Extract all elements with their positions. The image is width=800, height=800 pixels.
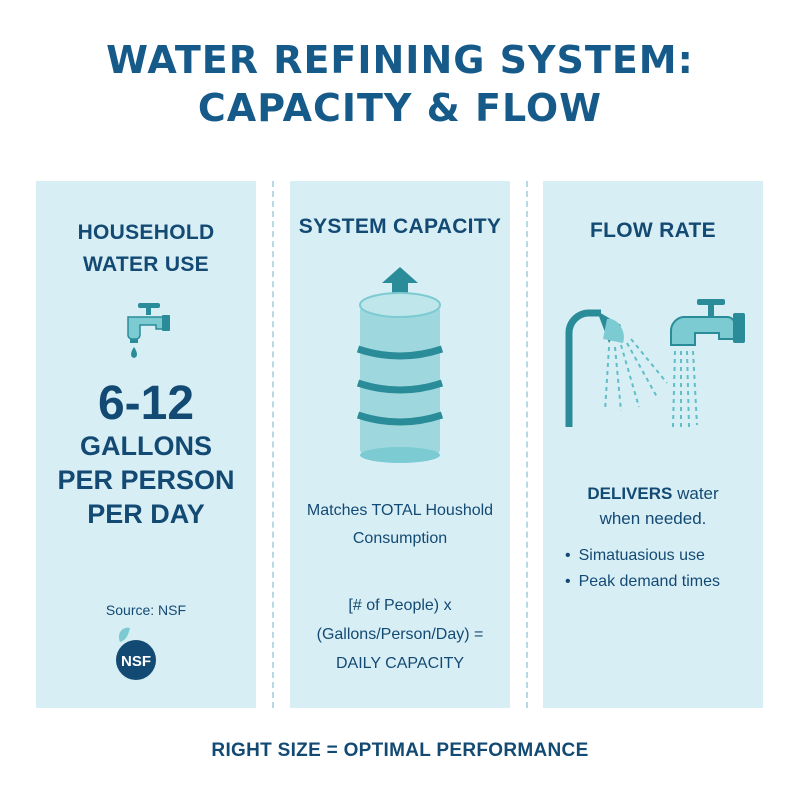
flow-bullet-list: Simatuasious use Peak demand times <box>565 543 720 595</box>
usage-unit: GALLONS PER PERSON PER DAY <box>57 431 235 529</box>
faucet-drop-icon <box>127 303 170 358</box>
footer-tagline: RIGHT SIZE = OPTIMAL PERFORMANCE <box>211 740 589 761</box>
flow-rate-panel: FLOW RATE DELIVERS water when needed. Si… <box>543 181 763 708</box>
capacity-description: Matches TOTAL Houshold Consumption <box>306 502 494 547</box>
list-item: Peak demand times <box>565 569 720 595</box>
shower-faucet-icon <box>565 299 745 428</box>
divider-1 <box>272 181 274 708</box>
usage-range: 6-12 <box>97 377 195 430</box>
title-line-1: WATER REFINING SYSTEM: <box>106 38 694 82</box>
system-capacity-panel: SYSTEM CAPACITY Matches TOTAL Houshold C… <box>290 181 510 708</box>
source-label: Source: NSF <box>105 602 187 618</box>
flow-heading: FLOW RATE <box>590 219 716 242</box>
household-heading: HOUSEHOLD WATER USE <box>77 221 215 276</box>
nsf-logo-icon: NSF <box>116 627 156 680</box>
flow-delivers-text: DELIVERS water when needed. <box>587 484 719 528</box>
water-tank-icon <box>356 267 444 463</box>
title-line-2: CAPACITY & FLOW <box>197 86 603 130</box>
page-title: WATER REFINING SYSTEM: CAPACITY & FLOW <box>0 36 800 132</box>
capacity-heading: SYSTEM CAPACITY <box>298 215 502 238</box>
capacity-formula: [# of People) x (Gallons/Person/Day) = D… <box>316 597 484 672</box>
list-item: Simatuasious use <box>565 543 720 569</box>
divider-2 <box>526 181 528 708</box>
nsf-logo-text: NSF <box>121 653 151 670</box>
household-water-panel: HOUSEHOLD WATER USE 6-12 GALLONS PER PER… <box>36 181 256 708</box>
